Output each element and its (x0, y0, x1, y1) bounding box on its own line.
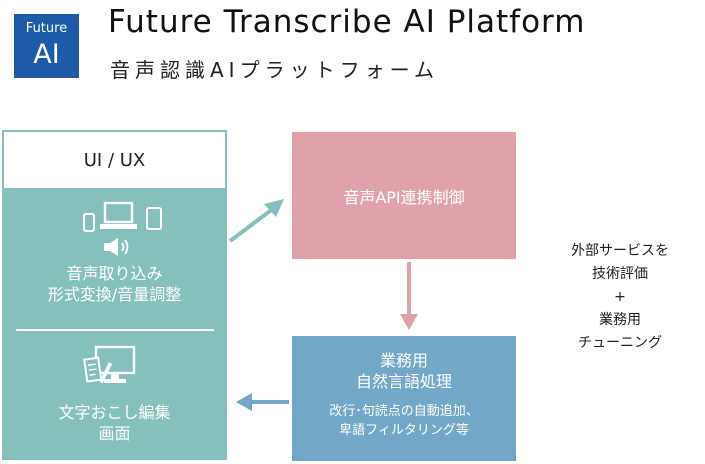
laptop-icon (100, 201, 137, 229)
page-subtitle: 音声認識AIプラットフォーム (110, 58, 439, 82)
nlp-title-line-2: 自然言語処理 (355, 372, 452, 391)
nlp-detail-line-2: 卑語フィルタリング等 (339, 423, 469, 438)
panel-divider (16, 329, 214, 331)
note-plus: + (614, 289, 626, 305)
nlp-title-line-1: 業務用 (379, 351, 428, 370)
device-icons (83, 201, 162, 256)
arrow-api-to-nlp (400, 262, 418, 330)
arrow-nlp-to-ui (236, 393, 289, 411)
note-line-5: チューニング (578, 335, 662, 351)
voice-api-control-label: 音声API連携制御 (343, 187, 465, 207)
note-line-2: 技術評価 (592, 266, 648, 282)
feature-audio-import: 音声取り込み (66, 264, 163, 283)
nlp-detail-line-1: 改行･句読点の自動追加、 (329, 404, 479, 419)
ui-ux-header: UI / UX (4, 132, 225, 188)
nlp-detail: 改行･句読点の自動追加、 卑語フィルタリング等 (292, 402, 516, 440)
smartphone-icon (83, 213, 95, 232)
page-title: Future Transcribe AI Platform (108, 4, 586, 40)
feature-format-conversion: 形式変換/音量調整 (47, 285, 182, 304)
edit-screen-line-1: 文字おこし編集 (58, 403, 171, 422)
arrow-ui-to-api (228, 199, 284, 243)
speaker-icon (104, 238, 129, 256)
ui-features-text: 音声取り込み 形式変換/音量調整 (2, 263, 227, 305)
edit-screen-text: 文字おこし編集 画面 (2, 402, 227, 444)
business-nlp-box: 業務用 自然言語処理 改行･句読点の自動追加、 卑語フィルタリング等 (292, 336, 516, 461)
nlp-title: 業務用 自然言語処理 (292, 350, 516, 392)
tablet-icon (146, 207, 162, 230)
future-ai-logo: Future AI (14, 14, 79, 78)
logo-line-2: AI (33, 39, 60, 70)
monitor-pen-icon (83, 345, 136, 384)
logo-line-1: Future (25, 21, 68, 36)
evaluation-note: 外部サービスを 技術評価 + 業務用 チューニング (545, 240, 695, 355)
note-line-4: 業務用 (599, 312, 641, 328)
note-line-1: 外部サービスを (571, 243, 669, 259)
voice-api-control-box: 音声API連携制御 (292, 132, 516, 259)
edit-screen-line-2: 画面 (98, 424, 131, 443)
